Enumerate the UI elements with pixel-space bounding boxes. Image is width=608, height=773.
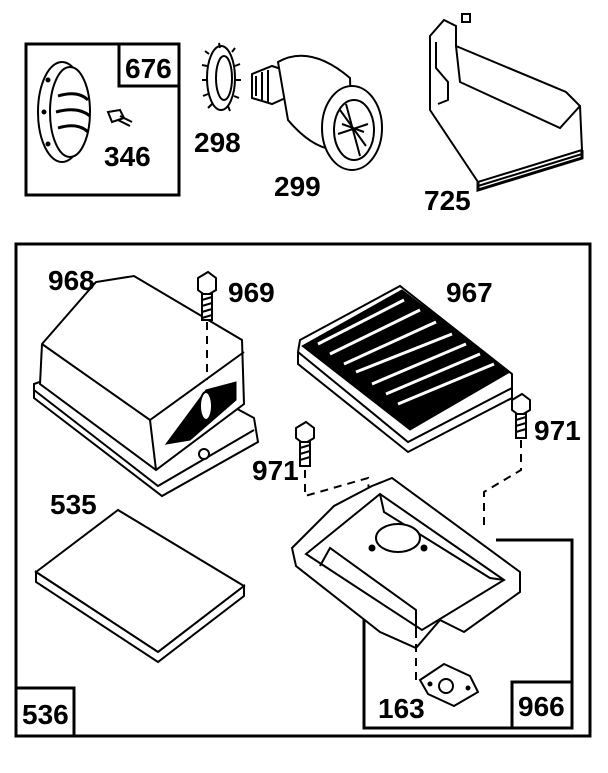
pad-side: [35, 570, 245, 664]
base-pan-hole: [368, 544, 376, 552]
kit-536-label-box: [14, 686, 76, 738]
cover-mount-hole: [198, 448, 210, 460]
bolt-threads: [299, 444, 311, 461]
shield-tab: [461, 13, 471, 23]
part-966-label: 966: [518, 691, 565, 722]
part-967-label: 967: [446, 277, 493, 308]
gasket-bolt-hole: [427, 681, 433, 687]
breather-299-drawing: [251, 54, 383, 171]
ring-298-drawing: [201, 42, 241, 112]
shield-flange: [435, 42, 449, 105]
cap-bolt-hole: [45, 77, 51, 83]
bolt-971-left-guide: [304, 470, 373, 541]
part-299-label: 299: [274, 171, 321, 202]
screw-shank: [117, 115, 133, 127]
bolt-971-left-drawing: [295, 420, 373, 541]
bolt-head: [511, 392, 531, 418]
fuel-cap-drawing: [37, 61, 91, 163]
part-536-label: 536: [22, 699, 69, 730]
filter-edge: [297, 352, 513, 454]
gasket-163-drawing: [418, 662, 480, 708]
kit-536-group: 536: [14, 242, 592, 738]
cover-corner-edge: [149, 419, 157, 471]
cap-bolt-hole: [41, 109, 47, 115]
base-pan-outer: [290, 476, 521, 650]
cover-flange-line: [33, 389, 255, 488]
part-298-label: 298: [194, 127, 241, 158]
base-pan-drawing: [290, 476, 521, 680]
base-pan-hole: [420, 544, 428, 552]
gasket-center-hole: [438, 678, 454, 694]
bolt-971-right-drawing: [483, 392, 531, 530]
kit-676-group: 676 346: [24, 42, 181, 197]
kit-676-frame: [24, 42, 181, 197]
part-163-label: 163: [378, 693, 425, 724]
shield-body: [429, 18, 584, 184]
cover-968-drawing: [33, 274, 260, 498]
bolt-969-drawing: [197, 270, 217, 380]
base-pan-opening: [375, 523, 421, 553]
pad-535-drawing: [34, 508, 246, 664]
part-971-left-label: 971: [252, 455, 299, 486]
filter-967-drawing: [296, 284, 513, 454]
kit-966-label-box: [510, 680, 574, 730]
screw-346-drawing: [106, 108, 133, 127]
shield-725-drawing: [429, 13, 584, 193]
part-971-right-label: 971: [534, 415, 581, 446]
shield-hatch: [477, 153, 583, 187]
cap-inner: [49, 66, 91, 158]
base-pan-floor: [319, 546, 417, 630]
kit-536-frame: [14, 242, 592, 738]
kit-676-label-box: [117, 42, 181, 88]
kit-966-group: 966: [362, 538, 574, 730]
part-968-label: 968: [48, 265, 95, 296]
bolt-971-right-guide: [483, 440, 522, 530]
part-969-label: 969: [228, 277, 275, 308]
bolt-threads: [201, 296, 213, 319]
part-676-label: 676: [125, 53, 172, 84]
bolt-head: [197, 270, 217, 298]
gasket-bolt-hole: [465, 685, 471, 691]
bolt-head: [295, 420, 315, 446]
cover-bolt-hole: [199, 391, 213, 421]
part-346-label: 346: [104, 141, 151, 172]
neck-threads: [255, 70, 269, 102]
ring-teeth: [201, 42, 241, 112]
part-535-label: 535: [50, 489, 97, 520]
pad-top: [34, 508, 246, 654]
ring-inner: [215, 55, 233, 101]
filter-pleat-highlights: [317, 298, 495, 406]
grille-lines: [337, 103, 369, 157]
cap-grip-ridges: [55, 92, 91, 134]
part-725-label: 725: [424, 185, 471, 216]
base-pan-inner-wall: [379, 493, 505, 581]
bolt-threads: [515, 416, 527, 433]
cap-bolt-hole: [45, 141, 51, 147]
filter-pleats-dark: [301, 289, 511, 431]
shield-fold: [455, 45, 581, 130]
